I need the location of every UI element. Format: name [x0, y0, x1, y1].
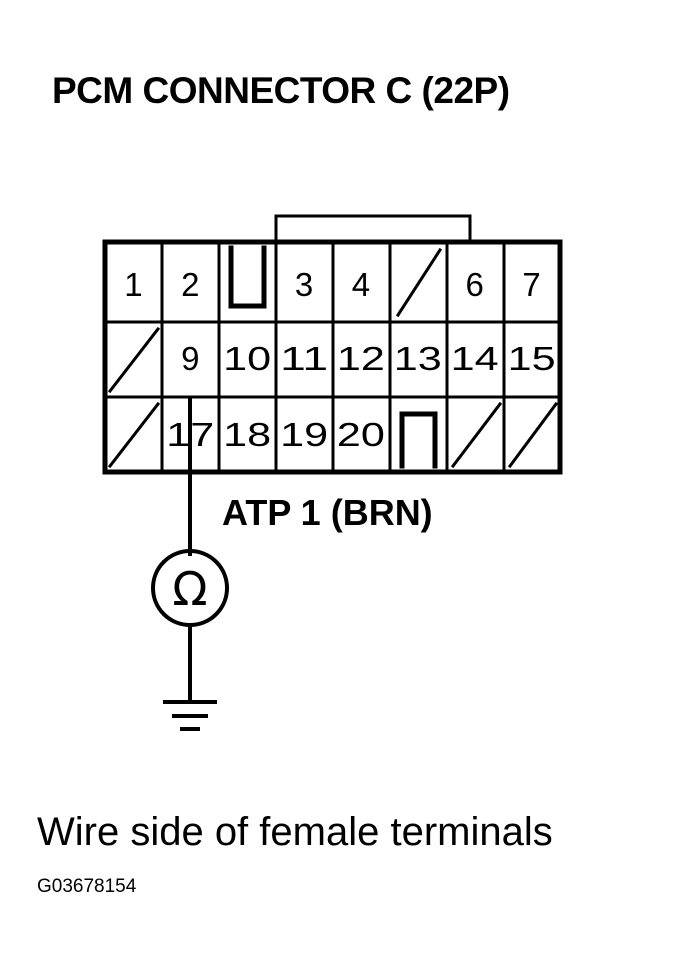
diagram-caption: Wire side of female terminals [37, 810, 553, 854]
wire-label: ATP 1 (BRN) [222, 492, 433, 533]
terminal-10: 10 [223, 340, 271, 377]
terminal-11: 11 [280, 340, 328, 377]
terminal-7: 7 [522, 266, 540, 303]
terminal-6: 6 [466, 266, 484, 303]
terminal-4: 4 [352, 266, 370, 303]
terminal-12: 12 [337, 340, 385, 377]
terminal-9: 9 [181, 340, 199, 377]
terminal-1: 1 [124, 266, 142, 303]
terminal-20: 20 [337, 416, 385, 453]
connector-face [102, 214, 563, 475]
terminal-18: 18 [223, 416, 271, 453]
terminal-3: 3 [295, 266, 313, 303]
terminal-14: 14 [451, 340, 499, 377]
figure-code: G03678154 [37, 876, 137, 897]
ohm-symbol: Ω [172, 562, 207, 616]
terminal-13: 13 [394, 340, 442, 377]
terminal-19: 19 [280, 416, 328, 453]
terminal-15: 15 [508, 340, 556, 377]
terminal-2: 2 [181, 266, 199, 303]
test-circuit [151, 397, 229, 731]
diagram-title: PCM CONNECTOR C (22P) [52, 70, 510, 111]
